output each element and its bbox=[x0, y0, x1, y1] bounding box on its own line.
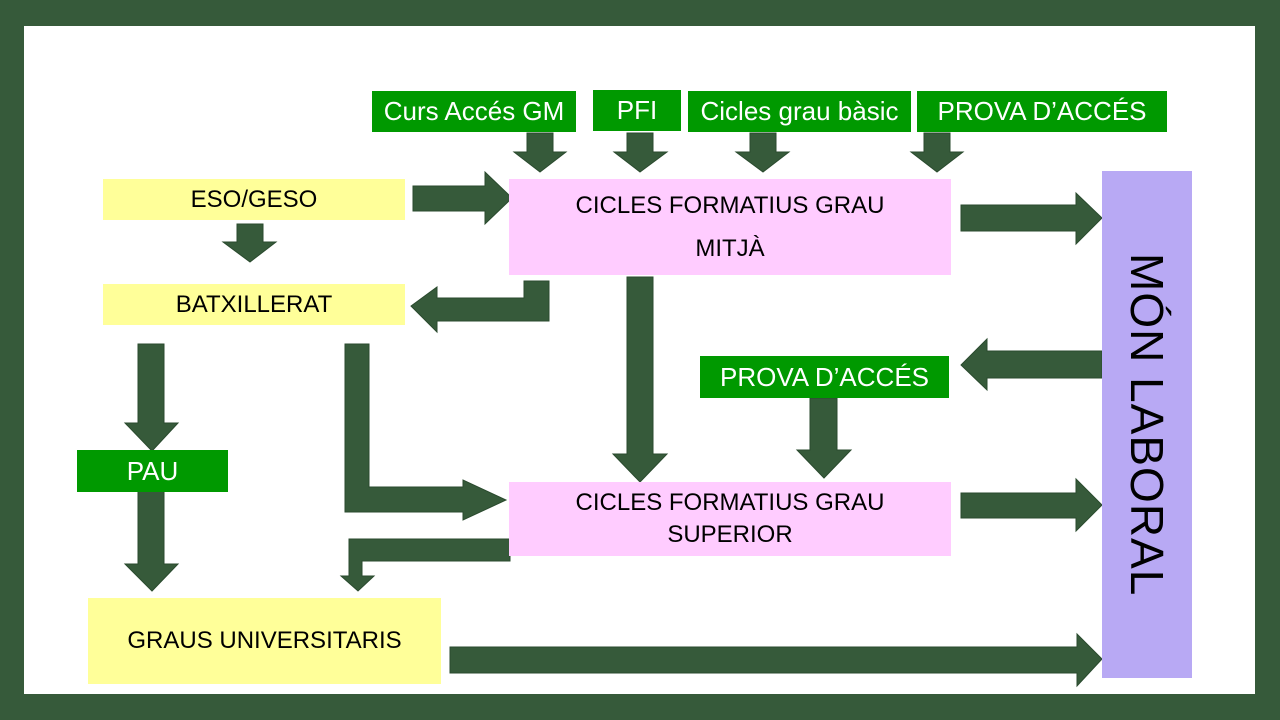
node-cicles-grau-basic-label: Cicles grau bàsic bbox=[700, 96, 899, 126]
arrow-cfgs-to-graus bbox=[339, 538, 511, 592]
arrow-prova-top-to-cfgm bbox=[909, 132, 965, 173]
node-cfgs: CICLES FORMATIUS GRAU SUPERIOR bbox=[509, 482, 951, 556]
node-graus-universitaris-label: GRAUS UNIVERSITARIS bbox=[127, 627, 402, 654]
node-cfgm-line1: CICLES FORMATIUS GRAU bbox=[575, 191, 885, 219]
node-pfi-label: PFI bbox=[616, 95, 658, 125]
arrow-prova-to-cfgs bbox=[795, 397, 853, 479]
node-mon-laboral: MÓN LABORAL bbox=[1102, 171, 1192, 678]
node-cfgm: CICLES FORMATIUS GRAU MITJÀ bbox=[509, 179, 951, 275]
node-batxillerat: BATXILLERAT bbox=[103, 284, 405, 325]
arrow-mon-to-prova bbox=[960, 337, 1103, 392]
arrow-cfgm-to-batx bbox=[410, 280, 550, 334]
node-prova-acces-top: PROVA D’ACCÉS bbox=[917, 91, 1167, 132]
node-pau-label: PAU bbox=[126, 455, 179, 486]
node-eso-geso-label: ESO/GESO bbox=[190, 185, 318, 213]
arrow-pfi-to-cfgm bbox=[612, 132, 669, 173]
arrow-eso-to-batx bbox=[221, 223, 278, 263]
arrow-cfgs-to-mon bbox=[960, 477, 1103, 533]
node-cfgs-line1: CICLES FORMATIUS GRAU bbox=[575, 488, 885, 516]
node-cfgm-line2: MITJÀ bbox=[695, 235, 765, 262]
arrow-eso-to-cfgm bbox=[412, 170, 513, 226]
arrow-pau-to-graus bbox=[123, 490, 180, 592]
arrow-batx-to-cfgs bbox=[344, 343, 508, 521]
node-eso-geso: ESO/GESO bbox=[103, 179, 405, 220]
arrow-basic-to-cfgm bbox=[734, 132, 791, 173]
arrow-cfgm-to-mon bbox=[960, 191, 1103, 246]
node-pfi: PFI bbox=[593, 90, 681, 131]
node-pau: PAU bbox=[77, 450, 228, 492]
node-graus-universitaris: GRAUS UNIVERSITARIS bbox=[88, 598, 441, 684]
node-mon-laboral-label: MÓN LABORAL bbox=[1121, 252, 1173, 597]
node-prova-acces-top-label: PROVA D’ACCÉS bbox=[937, 96, 1147, 126]
node-curs-acces-gm-label: Curs Accés GM bbox=[383, 96, 565, 126]
node-batxillerat-label: BATXILLERAT bbox=[175, 290, 333, 318]
node-curs-acces-gm: Curs Accés GM bbox=[372, 91, 576, 132]
node-prova-acces-mid-label: PROVA D’ACCÉS bbox=[719, 361, 929, 392]
arrow-graus-to-mon bbox=[449, 632, 1103, 688]
node-cicles-grau-basic: Cicles grau bàsic bbox=[688, 91, 911, 132]
node-cfgs-line2: SUPERIOR bbox=[667, 521, 793, 548]
arrow-curs-acces-to-cfgm bbox=[512, 132, 568, 173]
arrow-batx-to-pau bbox=[123, 343, 180, 452]
node-prova-acces-mid: PROVA D’ACCÉS bbox=[700, 356, 949, 398]
arrow-cfgm-to-cfgs bbox=[611, 276, 669, 483]
